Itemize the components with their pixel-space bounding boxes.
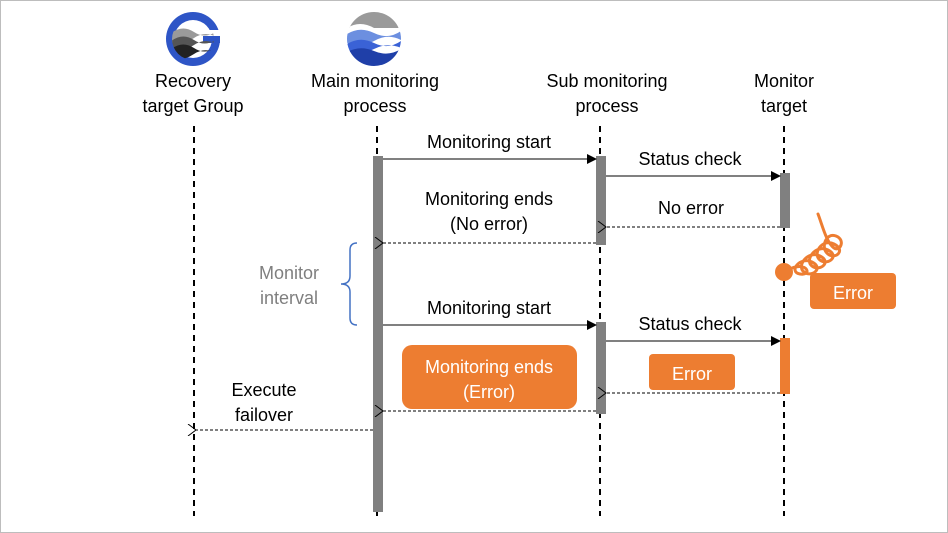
label-no-error: No error	[658, 198, 724, 218]
target-label-line1: Monitor	[754, 71, 814, 91]
main-label-line2: process	[343, 96, 406, 116]
group-label-line2: target Group	[142, 96, 243, 116]
label-monitoring-start-1: Monitoring start	[427, 132, 551, 152]
label-interval-line1: Monitor	[259, 263, 319, 283]
error-target-badge	[810, 273, 896, 309]
target-label-line2: target	[761, 96, 807, 116]
main-activation	[373, 156, 383, 512]
error-spring-icon	[775, 212, 843, 281]
label-failover-line1: Execute	[231, 380, 296, 400]
label-failover-line2: failover	[235, 405, 293, 425]
label-monitoring-ends-1-line2: (No error)	[450, 214, 528, 234]
sub-label-line1: Sub monitoring	[546, 71, 667, 91]
label-status-check-2: Status check	[638, 314, 742, 334]
label-error-target: Error	[833, 283, 873, 303]
main-label-line1: Main monitoring	[311, 71, 439, 91]
recovery-group-icon	[166, 12, 227, 66]
label-status-check-1: Status check	[638, 149, 742, 169]
label-monitoring-start-2: Monitoring start	[427, 298, 551, 318]
label-error-return: Error	[672, 364, 712, 384]
target-activation-1	[780, 173, 790, 228]
sub-activation-1	[596, 156, 606, 245]
label-monitoring-ends-2-line1: Monitoring ends	[425, 357, 553, 377]
label-interval-line2: interval	[260, 288, 318, 308]
error-return-badge	[649, 354, 735, 390]
sub-activation-2	[596, 322, 606, 414]
target-activation-error	[780, 338, 790, 394]
sub-label-line2: process	[575, 96, 638, 116]
group-label-line1: Recovery	[155, 71, 231, 91]
label-monitoring-ends-2-line2: (Error)	[463, 382, 515, 402]
interval-brace	[340, 242, 358, 326]
main-process-icon	[347, 12, 401, 66]
monitoring-ends-error-badge	[402, 345, 577, 409]
label-monitoring-ends-1-line1: Monitoring ends	[425, 189, 553, 209]
